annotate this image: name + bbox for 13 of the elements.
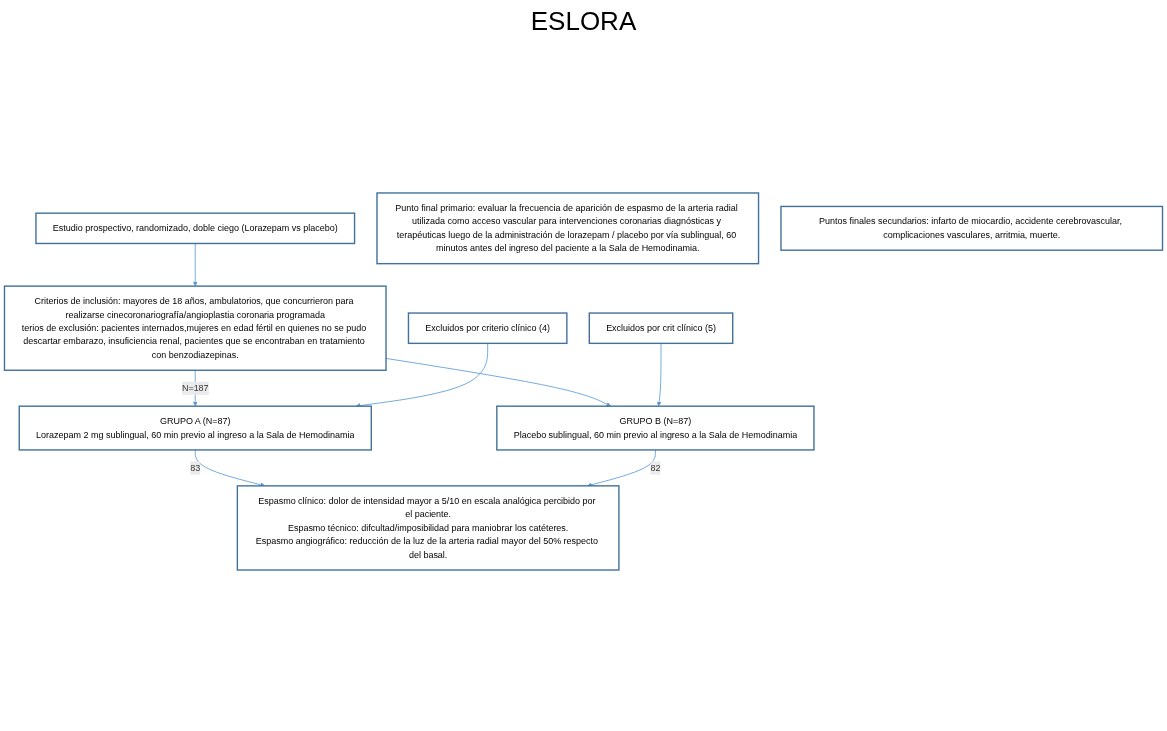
node-box: Estudio prospectivo, randomizado, doble ciego (Lorazepam vs placebo) <box>35 212 356 245</box>
node-box: Puntos finales secundarios: infarto de miocardio, accidente cerebrovascular, complicaciones vasculares, arritmia, muerte. <box>780 205 1164 251</box>
node-box: Espasmo clínico: dolor de intensidad mayor a 5/10 en escala analógica percibido por el paciente. Espasmo técnico: difcultad/imposibilidad para maniobrar los catéteres. Espasmo angiográfico: reducción de la luz de la arteria radial mayor del 50% respecto del basal. <box>236 485 620 571</box>
node-box: Punto final primario: evaluar la frecuencia de aparición de espasmo de la arteria radial utilizada como acceso vascular para intervenciones coronarias diagnósticas y terapéuticas luego de la administración de lorazepam / placebo por vía sublingual, 60 minutos antes del ingreso del paciente a la Sala de Hemodinamia. <box>376 192 760 265</box>
node-box: GRUPO A (N=87) Lorazepam 2 mg sublingual, 60 min previo al ingreso a la Sala de Hemodinamia <box>18 405 372 451</box>
edge-label: 82 <box>650 462 661 473</box>
node-box: Criterios de inclusión: mayores de 18 años, ambulatorios, que concurrieron para realizarse cinecoronariografía/angioplastia coronaria programada terios de exclusión: pacientes internados,mujeres en edad fértil en quienes no se pudo descartar embarazo, insuficiencia renal, pacientes que se encontraban en tratamiento con benzodiazepinas. <box>3 285 387 371</box>
node-box: Excluidos por criterio clínico (4) <box>407 312 568 345</box>
node-box: Excluidos por crit clínico (5) <box>588 312 734 345</box>
edge-label: 83 <box>190 462 201 473</box>
edge-label: N=187 <box>181 383 209 393</box>
node-box: GRUPO B (N=87) Placebo sublingual, 60 min previo al ingreso a la Sala de Hemodinamia <box>496 405 815 451</box>
diagram-title: ESLORA <box>529 6 638 37</box>
